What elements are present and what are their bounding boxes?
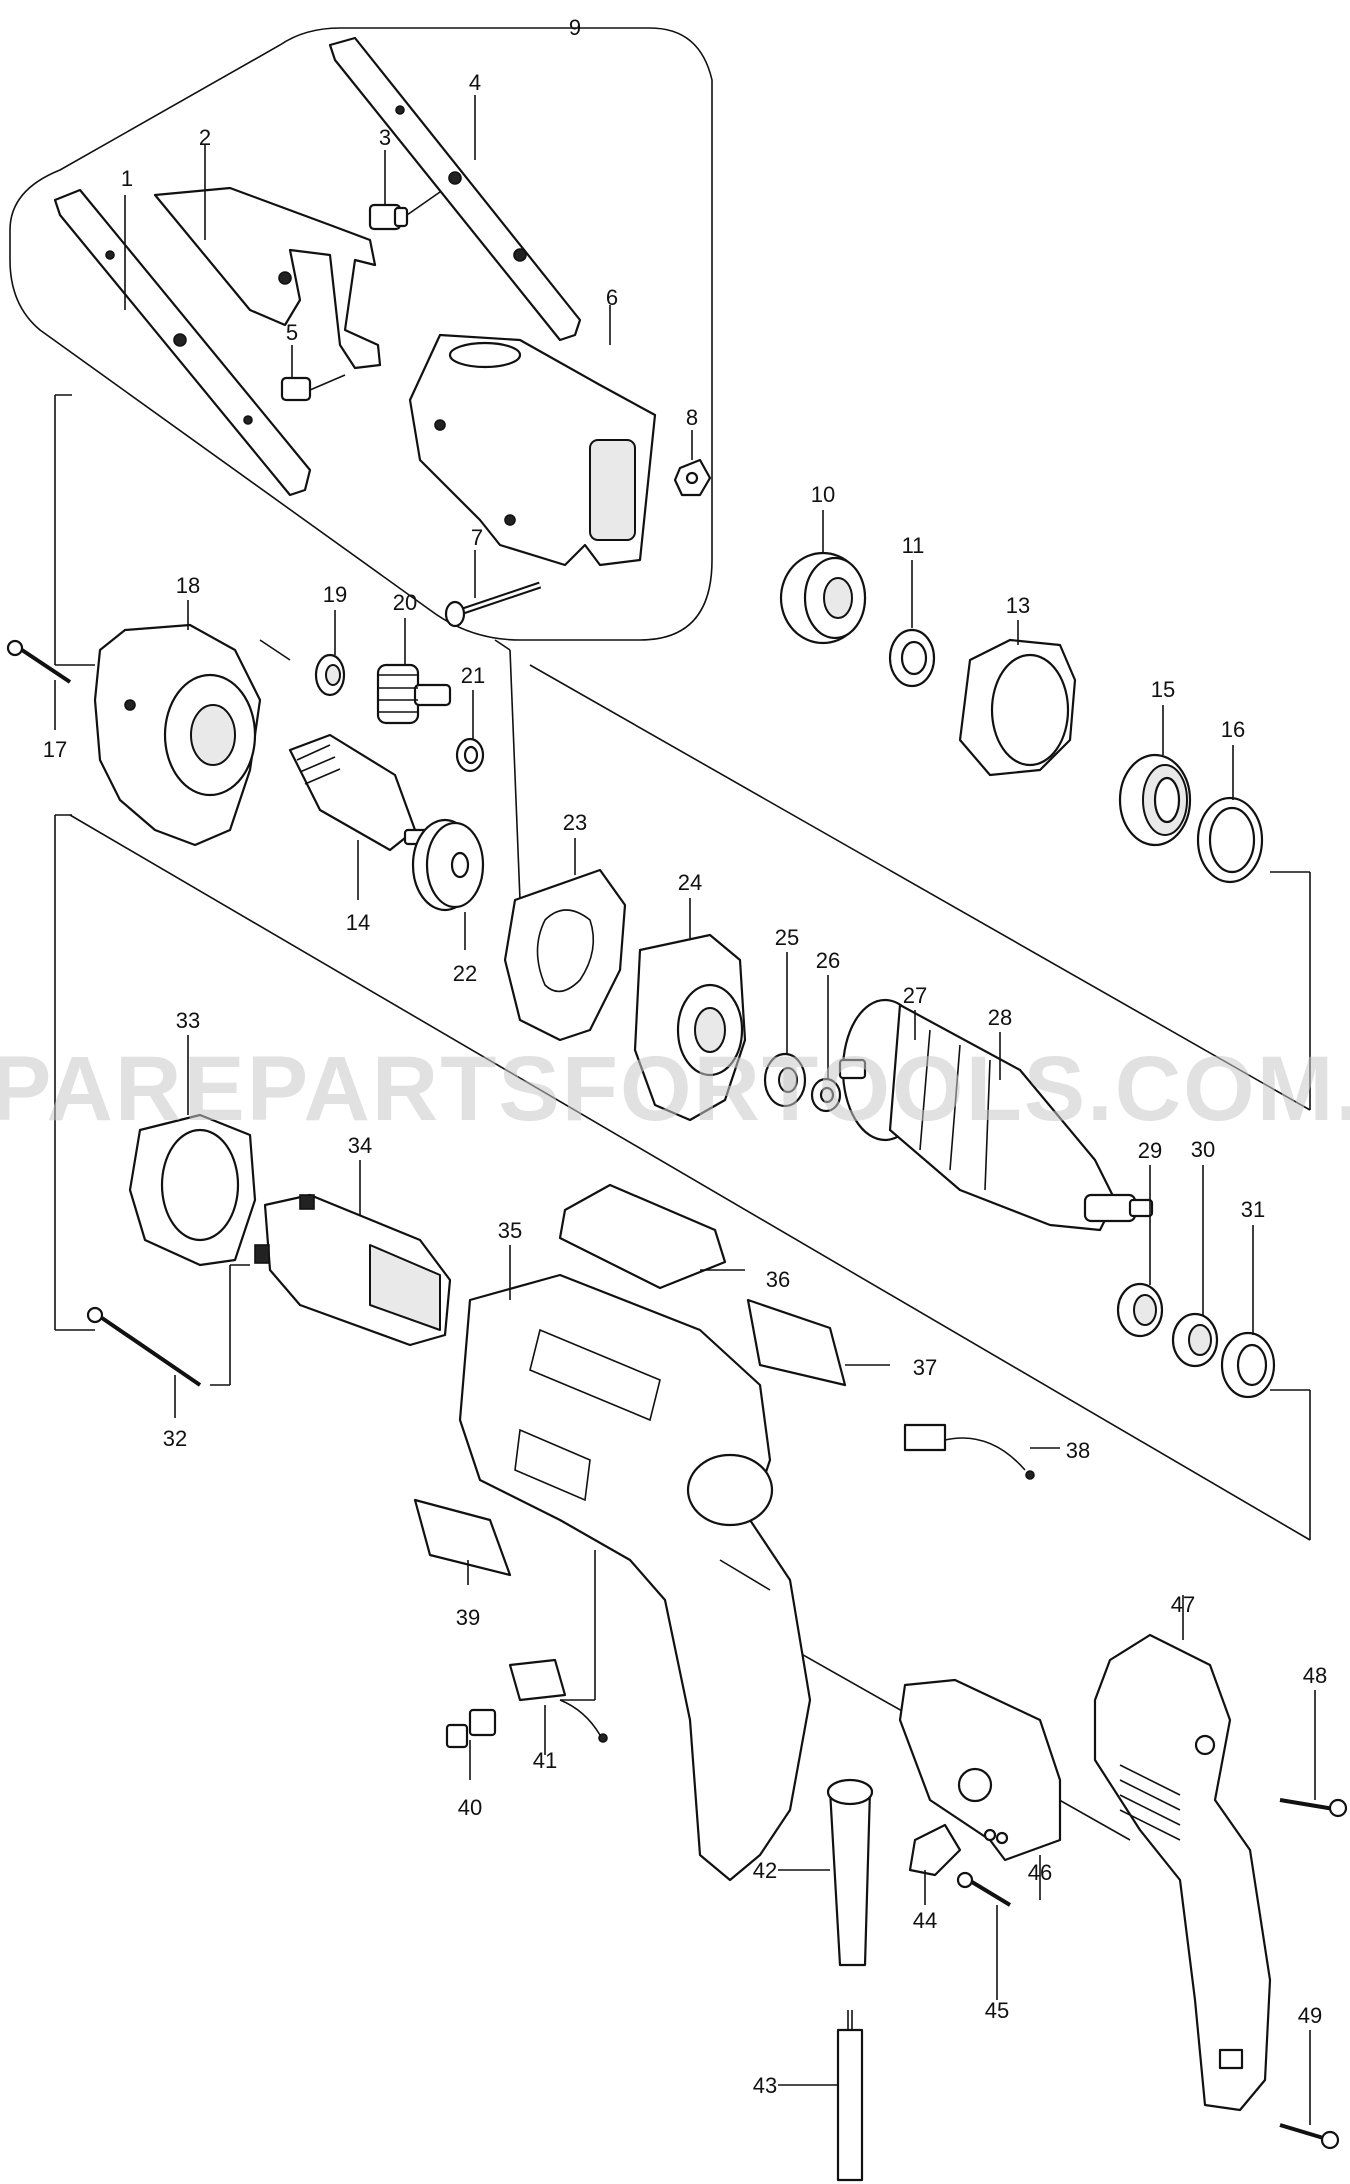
part-15-bearing: [1118, 705, 1192, 847]
part-8-hex-nut: [673, 430, 712, 497]
part-46-switch: [898, 1678, 1062, 1900]
label-part-18: 18: [176, 573, 200, 598]
label-part-30: 30: [1191, 1137, 1215, 1162]
label-part-22: 22: [453, 961, 477, 986]
watermark: PAREPARTSFORTOOLS.COM.A: [0, 1038, 1350, 1140]
part-36-cover-plate: [558, 1183, 745, 1290]
label-part-20: 20: [393, 590, 417, 615]
label-part-47: 47: [1171, 1592, 1195, 1617]
label-part-29: 29: [1138, 1138, 1162, 1163]
part-25-bearing: [763, 952, 807, 1108]
part-6-guard-housing: [408, 305, 657, 567]
label-part-48: 48: [1303, 1663, 1327, 1688]
part-43-cord: [778, 2010, 864, 2182]
part-42-cord-guard: [778, 1778, 874, 1967]
label-part-1: 1: [121, 166, 133, 191]
label-part-24: 24: [678, 870, 702, 895]
part-27-28-armature: [838, 998, 1154, 1232]
label-part-45: 45: [985, 1998, 1009, 2023]
part-45-screw: [956, 1871, 1012, 2000]
part-24-retainer-housing: [633, 898, 747, 1122]
label-part-31: 31: [1241, 1197, 1265, 1222]
label-part-35: 35: [498, 1218, 522, 1243]
part-22-spindle-gear: [411, 818, 485, 950]
label-part-8: 8: [686, 405, 698, 430]
part-26-washer: [810, 975, 842, 1113]
label-part-4: 4: [469, 70, 481, 95]
part-34-field: [254, 1160, 452, 1347]
label-part-43: 43: [753, 2073, 777, 2098]
label-part-34: 34: [348, 1133, 372, 1158]
label-part-28: 28: [988, 1005, 1012, 1030]
part-14-spindle: [288, 733, 432, 900]
part-31-ring: [1220, 1225, 1276, 1399]
label-part-2: 2: [199, 125, 211, 150]
part-4-lever-arm: [328, 36, 582, 342]
label-part-3: 3: [379, 125, 391, 150]
label-part-33: 33: [176, 1008, 200, 1033]
label-part-14: 14: [346, 910, 370, 935]
label-part-49: 49: [1298, 2003, 1322, 2028]
label-part-21: 21: [461, 663, 485, 688]
part-21-washer: [455, 690, 485, 773]
part-23-gasket: [503, 838, 627, 1042]
label-part-36: 36: [766, 1267, 790, 1292]
label-part-40: 40: [458, 1795, 482, 1820]
label-part-38: 38: [1066, 1438, 1090, 1463]
part-32-long-screw: [86, 1306, 202, 1418]
part-33-baffle: [128, 1035, 257, 1267]
part-13-lock-ring: [958, 620, 1077, 777]
label-part-6: 6: [606, 285, 618, 310]
part-49-screw: [1279, 2030, 1340, 2150]
label-part-17: 17: [43, 737, 67, 762]
label-part-39: 39: [456, 1605, 480, 1630]
part-37-label-plate: [746, 1298, 890, 1387]
part-20-pinion: [376, 618, 452, 725]
part-1-lever-arm: [53, 188, 312, 497]
part-47-handle-cover: [1093, 1595, 1272, 2112]
part-29-bearing: [1116, 1165, 1164, 1338]
part-48-screw: [1279, 1690, 1348, 1818]
part-number-labels: 1 2 3 4 5 6 7 8 9 10 11 13 14 15 16 17 1…: [43, 15, 1327, 2098]
label-part-46: 46: [1028, 1860, 1052, 1885]
label-part-7: 7: [471, 525, 483, 550]
label-part-23: 23: [563, 810, 587, 835]
label-part-10: 10: [811, 482, 835, 507]
label-part-13: 13: [1006, 593, 1030, 618]
label-part-5: 5: [286, 320, 298, 345]
label-part-25: 25: [775, 925, 799, 950]
part-35-main-housing: [458, 1245, 812, 1882]
part-40-carbon-brush: [445, 1708, 497, 1780]
label-part-19: 19: [323, 582, 347, 607]
part-41-brush-holder: [508, 1658, 608, 1755]
part-5-pin: [280, 345, 346, 402]
group-9-outline: [9, 27, 713, 641]
part-10-bearing: [779, 510, 867, 645]
part-11-washer: [888, 560, 936, 688]
part-44-strain-relief: [908, 1823, 962, 1905]
part-19-bearing: [314, 610, 346, 697]
label-part-27: 27: [903, 983, 927, 1008]
label-part-16: 16: [1221, 717, 1245, 742]
part-16-ring: [1196, 745, 1264, 884]
label-part-9: 9: [569, 15, 581, 40]
label-part-37: 37: [913, 1355, 937, 1380]
label-part-44: 44: [913, 1908, 937, 1933]
label-part-26: 26: [816, 948, 840, 973]
part-30-bearing: [1171, 1165, 1219, 1368]
part-38-suppressor: [903, 1423, 1060, 1480]
part-18-gear-housing: [93, 600, 262, 847]
part-7-bolt: [444, 550, 542, 628]
label-part-11: 11: [902, 533, 925, 558]
label-part-41: 41: [533, 1748, 557, 1773]
label-part-32: 32: [163, 1426, 187, 1451]
label-part-42: 42: [753, 1858, 777, 1883]
part-17-screw: [6, 639, 72, 730]
part-2-bracket-plate: [153, 145, 382, 370]
label-part-15: 15: [1151, 677, 1175, 702]
part-39-label: [413, 1498, 512, 1585]
